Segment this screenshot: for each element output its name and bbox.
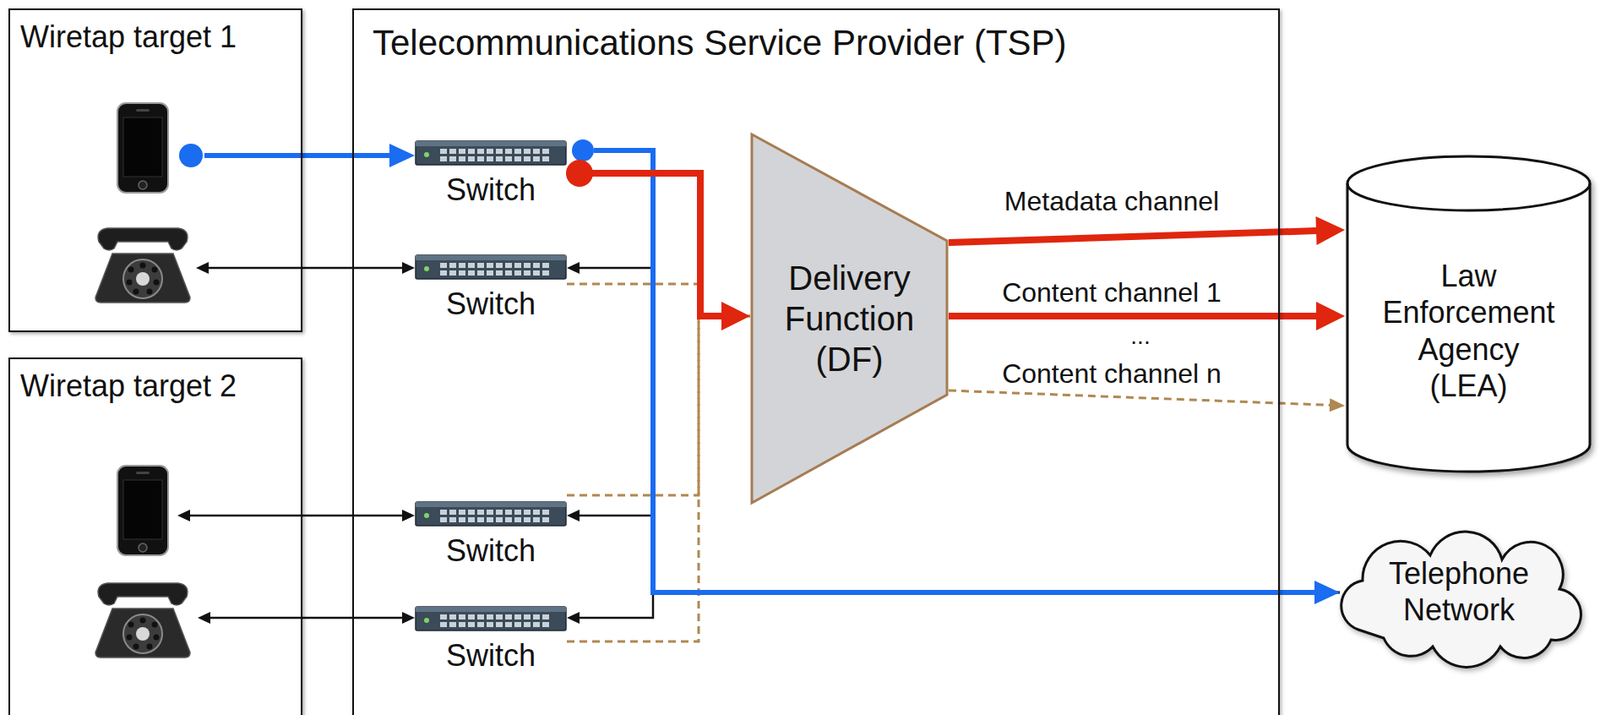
connector-group bbox=[591, 173, 1345, 331]
mobile-phone bbox=[117, 465, 169, 556]
switch-label: Switch bbox=[414, 636, 567, 674]
switch-icon bbox=[414, 253, 567, 281]
connector-group bbox=[566, 283, 1345, 642]
switch-node: Switch bbox=[414, 604, 567, 678]
delivery-trapezoid: Delivery Function (DF) bbox=[750, 132, 949, 505]
channel-label: Metadata channel bbox=[1004, 185, 1220, 218]
switch-icon bbox=[414, 604, 567, 632]
node-title: Wiretap target 1 bbox=[20, 18, 301, 55]
arrow-head bbox=[195, 261, 209, 274]
mobile-phone bbox=[117, 103, 169, 193]
target-box: Wiretap target 2 bbox=[8, 357, 303, 715]
tap-dot bbox=[179, 143, 203, 168]
arrow-head bbox=[721, 301, 751, 331]
target-box: Wiretap target 1 bbox=[8, 8, 303, 332]
switch-icon bbox=[414, 139, 567, 167]
connector bbox=[591, 173, 728, 316]
arrow-head bbox=[1314, 580, 1340, 605]
tap-dot bbox=[571, 139, 594, 162]
arrow-head bbox=[566, 261, 580, 274]
tap-dot bbox=[565, 159, 594, 187]
connector bbox=[187, 514, 405, 518]
arrow-head bbox=[566, 509, 580, 522]
arrow-head bbox=[1329, 397, 1345, 412]
connector bbox=[204, 152, 395, 158]
node-title: Delivery Function (DF) bbox=[765, 257, 935, 380]
switch-label: Switch bbox=[414, 171, 567, 208]
switch-node: Switch bbox=[414, 500, 567, 573]
ellipsis-label: ... bbox=[1130, 322, 1150, 350]
arrow-head bbox=[389, 143, 415, 168]
cloud-outline bbox=[1324, 527, 1594, 655]
connector bbox=[948, 230, 1323, 243]
node-title: Telephone Network bbox=[1370, 555, 1548, 628]
rotary-phone bbox=[95, 228, 191, 303]
connector bbox=[948, 390, 1334, 405]
connector bbox=[207, 616, 405, 620]
channel-label: Content channel 1 bbox=[1001, 277, 1222, 309]
connector bbox=[576, 515, 1340, 593]
rotary-phone bbox=[95, 582, 191, 658]
connector bbox=[948, 312, 1323, 320]
connector bbox=[566, 315, 751, 496]
switch-icon bbox=[414, 500, 567, 528]
switch-node: Switch bbox=[414, 139, 567, 213]
arrow-head bbox=[177, 509, 191, 522]
node-title: Telecommunications Service Provider (TSP… bbox=[372, 21, 1279, 65]
arrow-head bbox=[197, 611, 211, 624]
connector bbox=[206, 266, 405, 270]
node-title: Law Enforcement Agency (LEA) bbox=[1378, 257, 1560, 404]
arrow-head bbox=[1316, 301, 1345, 331]
channel-label: Content channel n bbox=[1001, 358, 1222, 390]
arrow-head bbox=[1315, 216, 1345, 245]
node-title: Wiretap target 2 bbox=[20, 367, 301, 404]
agency-cylinder: Law Enforcement Agency (LEA) bbox=[1344, 152, 1593, 475]
connector bbox=[576, 267, 1340, 593]
arrow-head bbox=[402, 509, 415, 522]
arrow-head bbox=[402, 261, 415, 274]
arrow-head bbox=[566, 611, 580, 624]
network-cloud: Telephone Network bbox=[1324, 527, 1594, 655]
connector bbox=[576, 592, 1340, 618]
switch-node: Switch bbox=[414, 253, 567, 327]
switch-label: Switch bbox=[414, 532, 567, 569]
arrow-head bbox=[402, 611, 415, 624]
switch-label: Switch bbox=[414, 285, 567, 322]
